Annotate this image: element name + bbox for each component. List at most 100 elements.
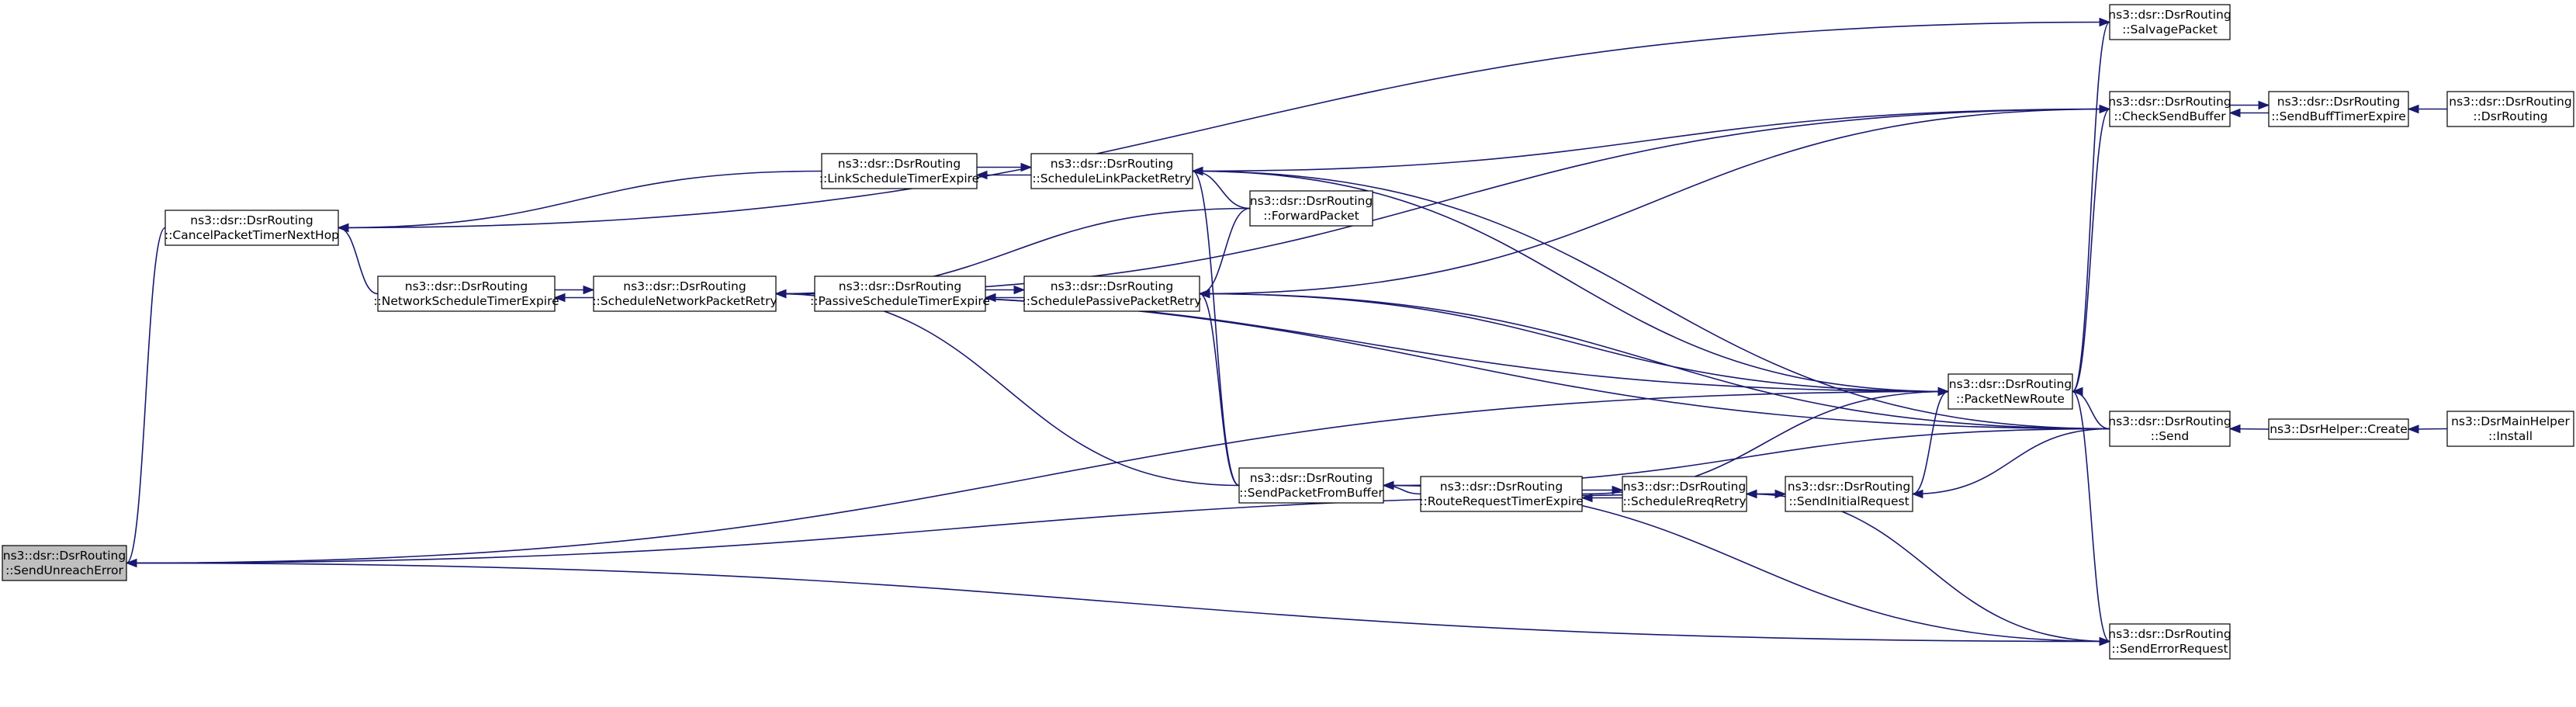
node-label-line2: ::ForwardPacket [1263, 209, 1359, 223]
node-box [377, 276, 556, 312]
arrowhead-send_initial_request [1774, 489, 1787, 499]
node-link-schedule-timer-expire[interactable]: ns3::dsr::DsrRouting::LinkScheduleTimerE… [819, 153, 979, 189]
node-box [2, 545, 127, 581]
node-label-line1: ns3::dsr::DsrRouting [1440, 480, 1563, 494]
node-label-line2: ::ScheduleRreqRetry [1622, 494, 1746, 508]
arrowhead-schedule_link_packet_retry [1191, 166, 1203, 176]
node-label-line2: ::ScheduleNetworkPacketRetry [592, 294, 777, 308]
edge-send_unreach_error-to-send_error_request [126, 562, 2110, 643]
node-label-line1: ns3::dsr::DsrRouting [839, 279, 961, 293]
edge-send_error_request-to-schedule_rreq_retry [1746, 493, 2110, 643]
arrowhead-schedule_network_packet_retry [774, 289, 787, 299]
node-label-line2: ::SendInitialRequest [1788, 494, 1909, 508]
node-network-schedule-timer-expire[interactable]: ns3::dsr::DsrRouting::NetworkScheduleTim… [373, 276, 559, 312]
node-label-line1: ns3::dsr::DsrRouting [3, 549, 126, 563]
edge-send-to-send_initial_request [1912, 428, 2110, 495]
node-label-line1: ns3::DsrHelper::Create [2270, 422, 2408, 436]
node-dsr-main-helper-install[interactable]: ns3::DsrMainHelper::Install [2446, 411, 2574, 447]
node-send-buff-timer-expire[interactable]: ns3::dsr::DsrRouting::SendBuffTimerExpir… [2268, 91, 2409, 127]
node-forward-packet[interactable]: ns3::dsr::DsrRouting::ForwardPacket [1249, 190, 1373, 227]
node-label-line2: ::SchedulePassivePacketRetry [1023, 294, 1202, 308]
node-label-line1: ns3::dsr::DsrRouting [1250, 471, 1373, 485]
node-label-line1: ns3::dsr::DsrRouting [1051, 279, 1173, 293]
arrowhead-send_error_request [2099, 636, 2111, 646]
edge-send_packet_from_buffer-to-schedule_passive_packet_retry [1199, 293, 1240, 487]
node-box [1238, 467, 1384, 504]
edge-send-to-packet_new_route [2072, 390, 2110, 430]
arrowhead-send_packet_from_buffer [1382, 480, 1394, 490]
node-label-line2: ::PassiveScheduleTimerExpire [810, 294, 990, 308]
node-label-line1: ns3::dsr::DsrRouting [2108, 414, 2231, 428]
node-cancel-packet-timer-next-hop[interactable]: ns3::dsr::DsrRouting::CancelPacketTimerN… [164, 210, 339, 246]
node-label-line1: ns3::dsr::DsrRouting [1623, 480, 1746, 494]
node-box [2109, 91, 2231, 127]
node-box [1249, 190, 1373, 227]
arrowhead-packet_new_route [2071, 386, 2083, 397]
node-label-line2: ::LinkScheduleTimerExpire [819, 172, 979, 185]
arrowhead-check_send_buffer [2228, 108, 2241, 118]
node-label-line2: ::RouteRequestTimerExpire [1419, 494, 1583, 508]
node-label-line2: ::SendPacketFromBuffer [1239, 486, 1383, 500]
node-dsr-routing[interactable]: ns3::dsr::DsrRouting::DsrRouting [2446, 91, 2574, 127]
arrowhead-schedule_link_packet_retry [1020, 162, 1033, 172]
arrowhead-send_buff_timer_expire [2407, 104, 2419, 114]
node-box [2109, 623, 2231, 660]
edge-forward_packet-to-schedule_passive_packet_retry [1199, 207, 1251, 295]
node-box [1948, 373, 2073, 410]
node-label-line1: ns3::dsr::DsrRouting [2108, 8, 2231, 22]
node-send-unreach-error[interactable]: ns3::dsr::DsrRouting::SendUnreachError [2, 545, 127, 581]
node-box [2446, 411, 2574, 447]
node-send[interactable]: ns3::dsr::DsrRouting::Send [2108, 411, 2231, 447]
node-passive-schedule-timer-expire[interactable]: ns3::dsr::DsrRouting::PassiveScheduleTim… [810, 276, 990, 312]
node-send-initial-request[interactable]: ns3::dsr::DsrRouting::SendInitialRequest [1785, 476, 1913, 512]
node-schedule-link-packet-retry[interactable]: ns3::dsr::DsrRouting::ScheduleLinkPacket… [1030, 153, 1193, 189]
node-box [1030, 153, 1193, 189]
node-label-line2: ::Send [2151, 429, 2189, 443]
edge-send-to-schedule_link_packet_retry [1192, 170, 2110, 430]
arrowhead-schedule_network_packet_retry [583, 285, 595, 295]
node-label-line2: ::CancelPacketTimerNextHop [164, 228, 339, 242]
node-label-line1: ns3::dsr::DsrRouting [1949, 377, 2072, 391]
node-label-line2: ::SendBuffTimerExpire [2271, 109, 2406, 123]
node-dsr-helper-create[interactable]: ns3::DsrHelper::Create [2268, 418, 2409, 440]
arrowhead-dsr_helper_create [2407, 425, 2419, 434]
node-box [814, 276, 986, 312]
node-box [1622, 476, 1747, 512]
node-box [1420, 476, 1583, 512]
arrowhead-send_buff_timer_expire [2258, 100, 2270, 110]
edge-send_packet_from_buffer-to-schedule_link_packet_retry [1192, 170, 1240, 487]
node-box [1785, 476, 1913, 512]
node-salvage-packet[interactable]: ns3::dsr::DsrRouting::SalvagePacket [2108, 4, 2231, 40]
node-label-line2: ::SendErrorRequest [2111, 642, 2228, 656]
node-label-line1: ns3::dsr::DsrRouting [2108, 95, 2231, 109]
node-box [1023, 276, 1200, 312]
node-schedule-rreq-retry[interactable]: ns3::dsr::DsrRouting::ScheduleRreqRetry [1622, 476, 1747, 512]
node-schedule-network-packet-retry[interactable]: ns3::dsr::DsrRouting::ScheduleNetworkPac… [592, 276, 777, 312]
edge-packet_new_route-to-send_error_request [2072, 390, 2110, 643]
arrowhead-passive_schedule_timer_expire [984, 293, 996, 303]
nodes-layer: ns3::dsr::DsrRouting::SendUnreachErrorns… [2, 4, 2574, 660]
edge-send_initial_request-to-packet_new_route [1912, 390, 1949, 495]
node-schedule-passive-packet-retry[interactable]: ns3::dsr::DsrRouting::SchedulePassivePac… [1023, 276, 1202, 312]
node-route-request-timer-expire[interactable]: ns3::dsr::DsrRouting::RouteRequestTimerE… [1419, 476, 1584, 512]
node-check-send-buffer[interactable]: ns3::dsr::DsrRouting::CheckSendBuffer [2108, 91, 2231, 127]
edge-cancel_packet_timer_next_hop-to-send_unreach_error [126, 227, 166, 564]
node-box [2268, 418, 2409, 440]
node-label-line2: ::DsrRouting [2473, 109, 2547, 123]
node-label-line2: ::PacketNewRoute [1956, 392, 2065, 406]
edge-salvage_packet-to-cancel_packet_timer_next_hop [338, 21, 2110, 229]
node-label-line1: ns3::dsr::DsrRouting [2108, 627, 2231, 641]
node-label-line1: ns3::dsr::DsrRouting [1788, 480, 1910, 494]
node-label-line2: ::SalvagePacket [2122, 23, 2218, 36]
edge-link_schedule_timer_expire-to-cancel_packet_timer_next_hop [338, 170, 822, 229]
node-box [2109, 4, 2231, 40]
arrowhead-salvage_packet [2099, 17, 2111, 27]
node-packet-new-route[interactable]: ns3::dsr::DsrRouting::PacketNewRoute [1948, 373, 2073, 410]
node-send-error-request[interactable]: ns3::dsr::DsrRouting::SendErrorRequest [2108, 623, 2231, 660]
node-box [821, 153, 978, 189]
node-label-line1: ns3::dsr::DsrRouting [1250, 194, 1373, 208]
node-box [2446, 91, 2574, 127]
node-send-packet-from-buffer[interactable]: ns3::dsr::DsrRouting::SendPacketFromBuff… [1238, 467, 1384, 504]
node-label-line2: ::ScheduleLinkPacketRetry [1032, 172, 1191, 185]
